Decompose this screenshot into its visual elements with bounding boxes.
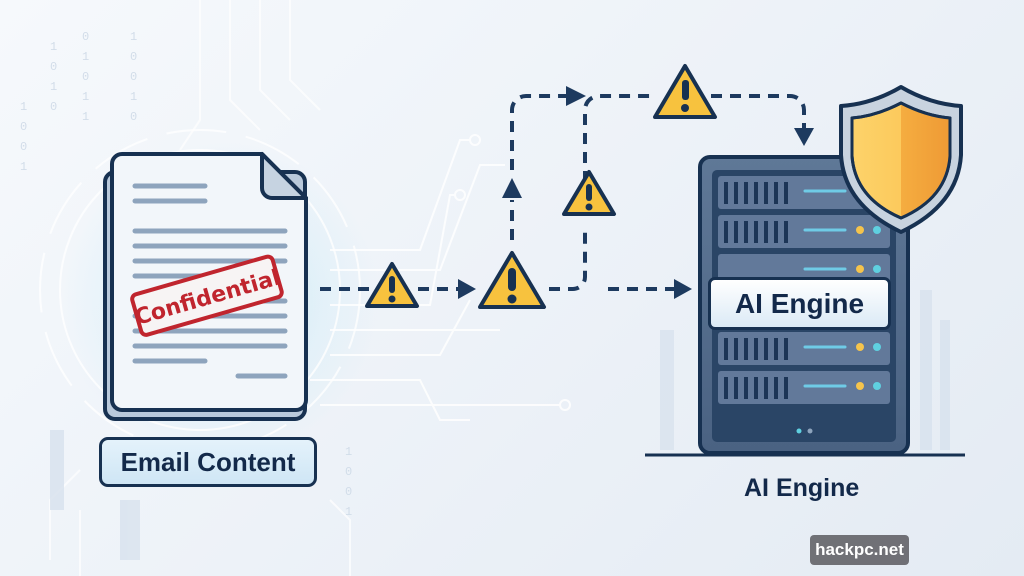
svg-text:0: 0 [20,140,27,154]
svg-text:0: 0 [82,30,89,44]
svg-text:1: 1 [82,90,89,104]
svg-text:0: 0 [345,465,352,479]
watermark: hackpc.net [810,535,909,565]
vent-slots [724,182,788,399]
document-icon: Confidential [103,152,308,421]
svg-text:0: 0 [20,120,27,134]
binary-digits: 1 0 1 0 0 1 0 1 1 1 0 0 1 0 1 0 0 1 1 0 0 1 [20,30,352,519]
svg-text:1: 1 [130,30,137,44]
svg-text:1: 1 [50,40,57,54]
circuit-traces-left [49,0,351,576]
svg-text:0: 0 [130,50,137,64]
svg-text:1: 1 [82,110,89,124]
arrow-icon [458,86,814,299]
email-content-label: Email Content [99,437,317,487]
svg-text:1: 1 [82,50,89,64]
ai-engine-caption: AI Engine [744,474,860,502]
svg-text:0: 0 [82,70,89,84]
ai-engine-tag: AI Engine [708,277,891,330]
svg-text:1: 1 [50,80,57,94]
circuit-traces [310,134,571,421]
shield-icon [839,85,963,234]
svg-text:1: 1 [20,100,27,114]
svg-text:0: 0 [130,110,137,124]
svg-text:0: 0 [50,100,57,114]
status-leds [796,226,881,434]
status-bars [803,189,847,388]
svg-text:0: 0 [50,60,57,74]
svg-text:1: 1 [345,445,352,459]
svg-text:1: 1 [130,90,137,104]
exclamation-marks [388,80,689,304]
svg-text:1: 1 [20,160,27,174]
background-bars [50,290,950,560]
flow-lines [320,94,806,291]
server-units [718,176,890,404]
svg-text:1: 1 [345,505,352,519]
svg-text:0: 0 [130,70,137,84]
svg-text:0: 0 [345,485,352,499]
